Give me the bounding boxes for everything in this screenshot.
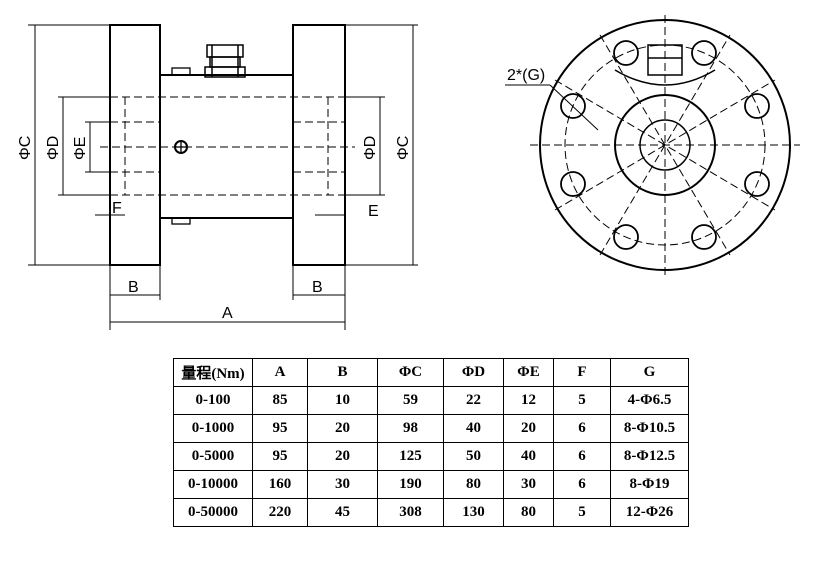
table-header-row: 量程(Nm) A B ΦC ΦD ΦE F G xyxy=(173,358,689,387)
table-cell: 45 xyxy=(307,498,378,527)
connector xyxy=(204,44,246,78)
label-bolt-holes: 2*(G) xyxy=(507,67,545,84)
right-flange xyxy=(292,24,346,266)
table-cell: 130 xyxy=(443,498,504,527)
table-cell: 10 xyxy=(307,386,378,415)
table-cell: 5 xyxy=(553,498,611,527)
table-cell: 40 xyxy=(503,442,554,471)
table-cell: 20 xyxy=(307,442,378,471)
front-view: 2*(G) xyxy=(505,15,800,275)
dim-f: F xyxy=(112,200,122,217)
dim-dia-d-right: ΦD xyxy=(362,136,379,160)
side-view: ΦC ΦD ΦE F B B A E ΦD ΦC xyxy=(17,24,418,330)
table-cell: 6 xyxy=(553,442,611,471)
table-cell: 6 xyxy=(553,470,611,499)
front-connector xyxy=(614,44,716,86)
table-cell: 80 xyxy=(443,470,504,499)
bolt-holes xyxy=(560,40,770,250)
table-cell: 12 xyxy=(503,386,554,415)
table-cell: 5 xyxy=(553,386,611,415)
table-cell: 30 xyxy=(307,470,378,499)
table-cell: 95 xyxy=(252,442,308,471)
table-cell: 6 xyxy=(553,414,611,443)
header-cell: B xyxy=(307,358,378,387)
table-cell: 30 xyxy=(503,470,554,499)
left-flange xyxy=(109,24,161,266)
dim-dia-c-right: ΦC xyxy=(395,136,412,160)
table-cell: 160 xyxy=(252,470,308,499)
table-cell: 0-1000 xyxy=(173,414,253,443)
table-cell: 4-Φ6.5 xyxy=(610,386,689,415)
dim-b-right: B xyxy=(312,279,323,296)
table-cell: 0-50000 xyxy=(173,498,253,527)
table-cell: 12-Φ26 xyxy=(610,498,689,527)
dim-b-left: B xyxy=(128,279,139,296)
table-cell: 98 xyxy=(377,414,444,443)
table-cell: 22 xyxy=(443,386,504,415)
dim-dia-e: ΦE xyxy=(72,137,89,160)
table-cell: 80 xyxy=(503,498,554,527)
table-cell: 20 xyxy=(307,414,378,443)
table-cell: 220 xyxy=(252,498,308,527)
table-cell: 20 xyxy=(503,414,554,443)
table-cell: 85 xyxy=(252,386,308,415)
dim-dia-d-left: ΦD xyxy=(45,136,62,160)
table-cell: 59 xyxy=(377,386,444,415)
table-cell: 50 xyxy=(443,442,504,471)
table-cell: 0-10000 xyxy=(173,470,253,499)
header-cell: G xyxy=(610,358,689,387)
header-cell: A xyxy=(252,358,308,387)
table-cell: 0-5000 xyxy=(173,442,253,471)
header-cell: ΦE xyxy=(503,358,554,387)
header-cell: F xyxy=(553,358,611,387)
header-cell: ΦD xyxy=(443,358,504,387)
table-cell: 40 xyxy=(443,414,504,443)
dim-dia-c-left: ΦC xyxy=(17,136,34,160)
dim-a: A xyxy=(222,305,233,322)
table-cell: 8-Φ10.5 xyxy=(610,414,689,443)
table-cell: 125 xyxy=(377,442,444,471)
table-cell: 8-Φ19 xyxy=(610,470,689,499)
header-cell: 量程(Nm) xyxy=(173,358,253,387)
table-cell: 308 xyxy=(377,498,444,527)
table-cell: 0-100 xyxy=(173,386,253,415)
table-cell: 95 xyxy=(252,414,308,443)
table-cell: 190 xyxy=(377,470,444,499)
dim-e: E xyxy=(368,203,379,220)
header-cell: ΦC xyxy=(377,358,444,387)
table-cell: 8-Φ12.5 xyxy=(610,442,689,471)
